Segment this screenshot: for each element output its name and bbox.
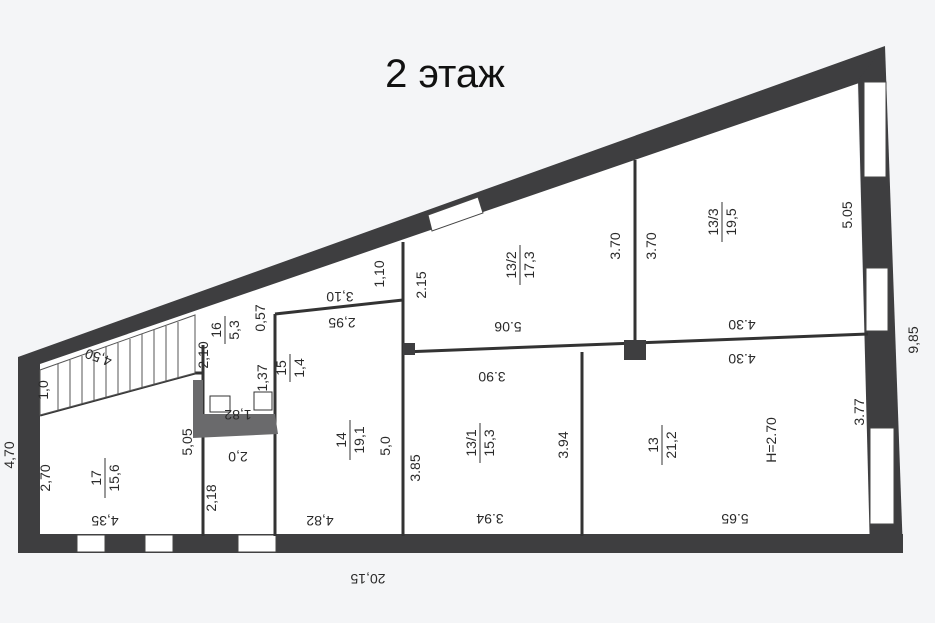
room-number: 17 (88, 470, 104, 486)
room-17: 17 15,6 (88, 458, 122, 498)
room-number: 13 (645, 437, 661, 453)
dimension-label: 5,0 (377, 436, 393, 456)
room-13-1: 13/1 15,3 (463, 423, 497, 463)
ceiling-height-label: H=2.70 (763, 417, 779, 463)
dimension-label: 9,85 (905, 326, 921, 353)
dimension-label: 5,05 (179, 428, 195, 455)
dimension-label: 2.15 (413, 271, 429, 298)
wc-block (193, 380, 278, 438)
column (624, 340, 646, 360)
room-16: 16 5,3 (208, 316, 242, 344)
window (863, 81, 887, 178)
dimension-label: 2,18 (203, 484, 219, 511)
room-area: 19,1 (351, 426, 367, 453)
staircase (39, 314, 196, 416)
room-number: 13/3 (705, 208, 721, 235)
room-area: 21,2 (663, 431, 679, 458)
window (427, 196, 484, 232)
dimension-label: 1,0 (35, 380, 51, 400)
dimension-label: 3,10 (326, 289, 353, 305)
dimension-label: 1,10 (371, 260, 387, 287)
wall-left (18, 357, 40, 553)
dimension-label: 3.94 (476, 511, 503, 527)
window (144, 534, 174, 553)
dimension-label: 0,57 (252, 304, 268, 331)
dimension-label: 1,37 (254, 364, 270, 391)
window (869, 427, 895, 525)
room-area: 1,4 (291, 358, 307, 378)
dimension-label: 4.30 (728, 317, 755, 333)
room-area: 15,6 (106, 464, 122, 491)
column (403, 343, 415, 355)
room-15: 15 1,4 (273, 354, 307, 382)
room-number: 16 (208, 322, 224, 338)
dimension-label: 3.94 (555, 431, 571, 458)
window (76, 534, 106, 553)
room-13-3: 13/3 19,5 (705, 202, 739, 242)
dimension-label: 5.65 (721, 511, 748, 527)
dimension-label: 3.85 (407, 454, 423, 481)
room-13-2: 13/2 17,3 (503, 245, 537, 285)
dimension-label: 4.30 (728, 351, 755, 367)
dimension-label: 3.70 (643, 232, 659, 259)
window (865, 267, 889, 332)
dimension-label: 5.05 (839, 201, 855, 228)
dimension-label: 2,10 (195, 341, 211, 368)
dimension-label: 3.77 (851, 398, 867, 425)
dimension-label: 2,95 (328, 315, 355, 331)
room-number: 13/1 (463, 429, 479, 456)
dimension-label: 2,70 (37, 464, 53, 491)
room-number: 15 (273, 360, 289, 376)
window (237, 534, 277, 553)
dimension-label: 2,0 (228, 449, 248, 465)
room-13: 13 21,2 (645, 425, 679, 465)
dimension-label: 1,82 (224, 407, 251, 423)
dimension-label: 4,35 (91, 513, 118, 529)
dimension-label: 4,82 (306, 513, 333, 529)
dimension-label: 20,15 (350, 571, 385, 587)
wc-fixture (209, 395, 231, 413)
dimension-label: 4,70 (1, 441, 17, 468)
sink-fixture (253, 391, 273, 411)
room-14: 14 19,1 (333, 420, 367, 460)
room-area: 15,3 (481, 429, 497, 456)
floor-title: 2 этаж (385, 52, 505, 96)
dimension-label: 5.06 (494, 319, 521, 335)
room-area: 17,3 (521, 251, 537, 278)
room-area: 5,3 (226, 320, 242, 340)
dimension-label: 3.90 (478, 369, 505, 385)
room-area: 19,5 (723, 208, 739, 235)
dimension-label: 3.70 (607, 232, 623, 259)
room-number: 13/2 (503, 251, 519, 278)
wall-top-diagonal (18, 46, 885, 364)
room-number: 14 (333, 432, 349, 448)
